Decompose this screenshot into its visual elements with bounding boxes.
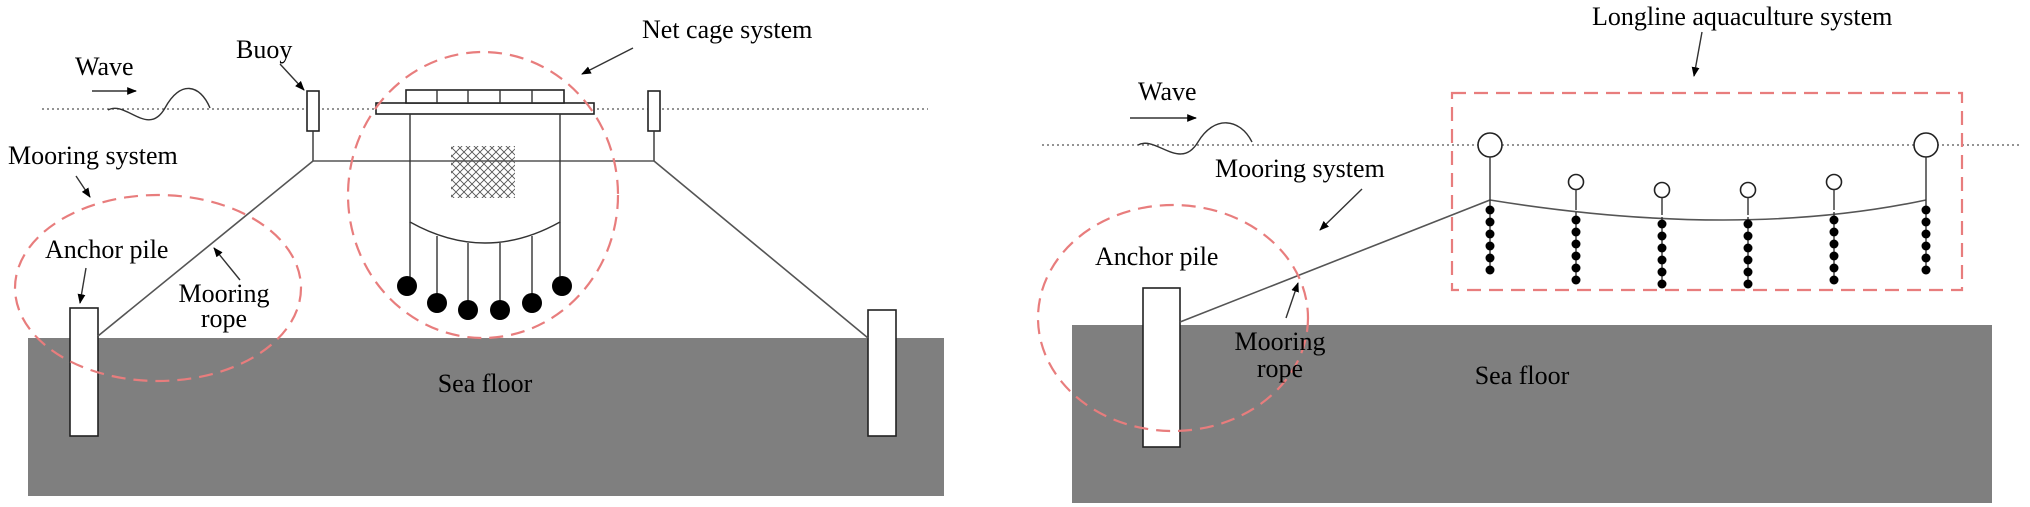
shellfish: [1921, 229, 1931, 239]
left-mooring-highlight: [13, 193, 303, 383]
shellfish: [1921, 241, 1931, 251]
shellfish: [1829, 251, 1839, 261]
left-buoy-left: [306, 90, 320, 132]
shellfish: [1657, 279, 1667, 289]
shellfish: [1743, 219, 1753, 229]
right-mooring-highlight: [1036, 203, 1310, 433]
shellfish: [1921, 217, 1931, 227]
left-sea-floor: [28, 338, 944, 496]
right-anchor-pile-label: Anchor pile: [1095, 242, 1218, 271]
net-cage-label: Net cage system: [642, 15, 812, 44]
left-mooring-rope-label-line1: Mooring: [179, 279, 270, 308]
end-float-right: [1913, 132, 1939, 158]
right-mooring-rope-label-line1: Mooring: [1235, 327, 1326, 356]
shellfish: [1921, 253, 1931, 263]
left-mooring-rope-label-line2: rope: [201, 304, 247, 333]
right-wave-label: Wave: [1138, 77, 1197, 106]
net-cage-pointer: [581, 47, 634, 75]
shellfish: [1571, 275, 1581, 285]
shellfish: [1743, 243, 1753, 253]
right-panel: Sea floor: [1036, 2, 2022, 503]
shellfish: [1657, 219, 1667, 229]
right-mooring-rope-label-line2: rope: [1257, 354, 1303, 383]
shellfish: [1571, 227, 1581, 237]
net-cage-sinkers: [397, 222, 572, 320]
left-mooring-rope-left: [97, 160, 314, 337]
right-mooring-rope: [1179, 199, 1491, 323]
net-cage-collar: [375, 102, 595, 115]
left-mooring-system-pointer: [75, 175, 91, 198]
shellfish: [1921, 205, 1931, 215]
shellfish: [1743, 267, 1753, 277]
left-sea-floor-label: Sea floor: [438, 369, 533, 398]
shellfish: [1657, 243, 1667, 253]
shellfish: [1571, 239, 1581, 249]
left-buoy-right: [647, 90, 661, 132]
shellfish: [1485, 253, 1495, 263]
right-anchor-pile: [1142, 287, 1181, 448]
shellfish: [1921, 265, 1931, 275]
droppers: [1485, 200, 1931, 289]
shellfish: [1657, 255, 1667, 265]
shellfish: [1743, 231, 1753, 241]
left-panel: Sea floor: [8, 15, 944, 496]
small-float: [1825, 173, 1843, 191]
left-mooring-rope-pointer: [213, 247, 241, 281]
net-mesh: [451, 146, 515, 198]
shellfish: [1829, 275, 1839, 285]
shellfish: [1485, 241, 1495, 251]
sinker-weight: [458, 300, 478, 320]
shellfish: [1571, 215, 1581, 225]
shellfish: [1829, 215, 1839, 225]
left-wave-icon: [107, 87, 211, 121]
right-wave-icon: [1137, 122, 1253, 155]
shellfish: [1829, 227, 1839, 237]
shellfish: [1485, 265, 1495, 275]
right-sea-floor: [1072, 325, 1992, 503]
sinker-weight: [427, 293, 447, 313]
left-anchor-pile-pointer: [77, 267, 87, 304]
right-mooring-system-label: Mooring system: [1215, 154, 1385, 183]
buoy-label: Buoy: [236, 35, 292, 64]
shellfish: [1571, 251, 1581, 261]
sinker-weight: [522, 293, 542, 313]
small-float: [1567, 173, 1585, 191]
longline-backbone: [1489, 199, 1927, 221]
left-anchor-pile-right: [867, 309, 897, 437]
left-anchor-pile-label: Anchor pile: [45, 235, 168, 264]
small-float: [1739, 181, 1757, 199]
left-mooring-system-label: Mooring system: [8, 141, 178, 170]
left-wave-label: Wave: [75, 52, 134, 81]
left-mooring-rope-right: [653, 160, 869, 339]
end-float-left: [1477, 132, 1503, 158]
shellfish: [1829, 263, 1839, 273]
shellfish: [1657, 267, 1667, 277]
net-cage-net: [409, 114, 561, 244]
shellfish: [1485, 205, 1495, 215]
longline-pointer: [1691, 31, 1703, 77]
longline-highlight: [1450, 91, 1964, 292]
right-mooring-system-pointer: [1319, 188, 1363, 231]
right-mooring-rope-pointer: [1285, 282, 1299, 319]
shellfish: [1485, 229, 1495, 239]
shellfish: [1485, 217, 1495, 227]
buoy-pointer: [279, 63, 305, 91]
sinker-weight: [397, 276, 417, 296]
net-cage-walkway: [405, 89, 565, 104]
right-sea-floor-label: Sea floor: [1475, 361, 1570, 390]
longline-label: Longline aquaculture system: [1592, 2, 1892, 31]
net-cage-highlight: [346, 50, 620, 340]
sinker-weight: [552, 276, 572, 296]
shellfish: [1657, 231, 1667, 241]
small-float: [1653, 181, 1671, 199]
sinker-weight: [490, 300, 510, 320]
shellfish: [1743, 279, 1753, 289]
shellfish: [1743, 255, 1753, 265]
shellfish: [1829, 239, 1839, 249]
shellfish: [1571, 263, 1581, 273]
